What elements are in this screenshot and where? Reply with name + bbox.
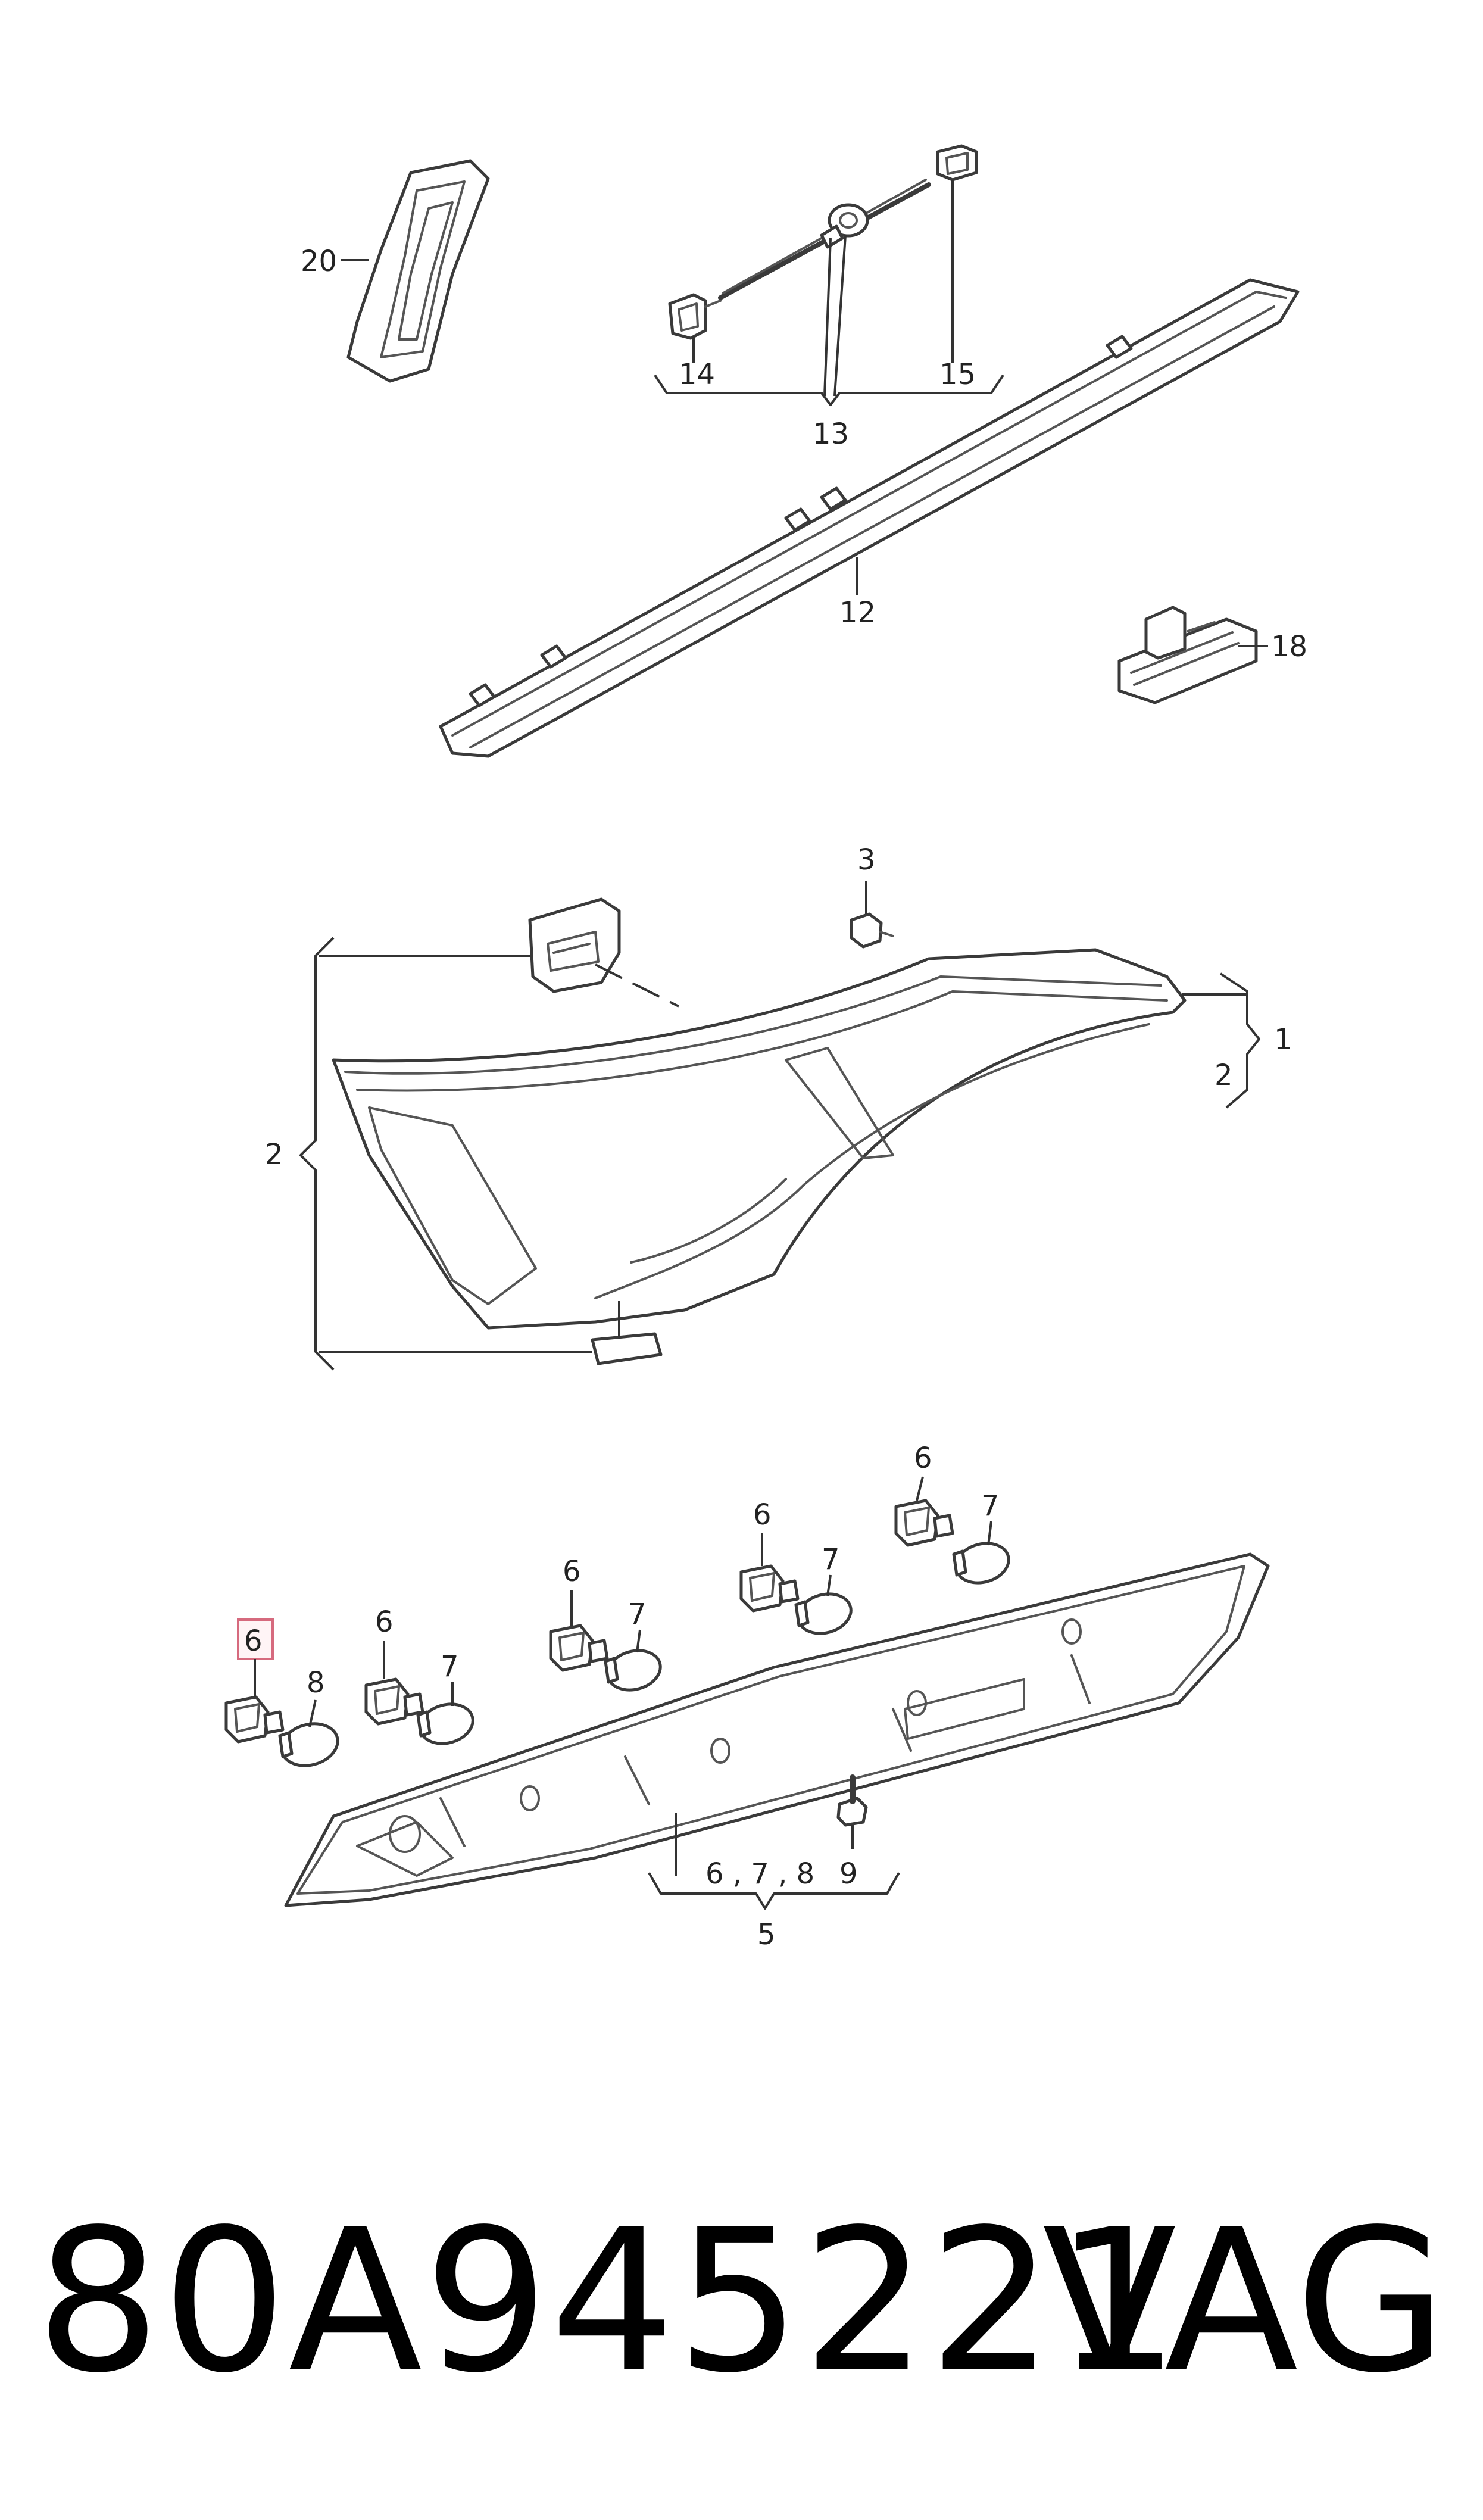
brace-2-left bbox=[299, 937, 335, 1371]
callout-20: 20 bbox=[301, 245, 337, 278]
part-5-housing bbox=[284, 1552, 1270, 1907]
callout-12: 12 bbox=[839, 596, 876, 629]
leader-7-d bbox=[987, 1521, 992, 1546]
leader-8 bbox=[308, 1699, 317, 1727]
callout-7-c: 7 bbox=[822, 1543, 840, 1576]
leader-gasket bbox=[595, 963, 679, 1008]
leader-6-e bbox=[916, 1476, 924, 1501]
leader-13b bbox=[833, 235, 847, 397]
part-3-nut bbox=[850, 912, 894, 949]
bulb-holder-6-c bbox=[549, 1624, 609, 1672]
brace-5 bbox=[648, 1872, 900, 1910]
callout-7-d: 7 bbox=[981, 1489, 1000, 1523]
callout-18: 18 bbox=[1271, 630, 1307, 663]
leader-7-c bbox=[826, 1574, 832, 1596]
callout-3: 3 bbox=[857, 843, 876, 877]
part-number: 80A945221 bbox=[36, 2187, 1181, 2416]
callout-6-7-8: 6 , 7 , 8 bbox=[705, 1857, 814, 1891]
bulb-holder-6-d bbox=[739, 1564, 800, 1613]
highlighted-callout-box bbox=[237, 1618, 274, 1660]
brace-13 bbox=[654, 374, 1004, 406]
bulb-holder-6-e bbox=[894, 1499, 954, 1547]
brand-name: VAG bbox=[1042, 2187, 1447, 2416]
bulb-7-c bbox=[794, 1592, 853, 1635]
callout-1: 1 bbox=[1274, 1023, 1292, 1056]
part-13-wiring bbox=[718, 179, 931, 300]
part-2-gasket-bottom bbox=[591, 1332, 663, 1365]
part-2-gasket-top bbox=[528, 897, 621, 993]
callout-7-a: 7 bbox=[441, 1650, 459, 1683]
bulb-8 bbox=[278, 1722, 339, 1767]
callout-6-c: 6 bbox=[563, 1555, 581, 1588]
callout-15: 15 bbox=[939, 358, 976, 391]
callout-8: 8 bbox=[307, 1666, 325, 1699]
callout-2-left: 2 bbox=[265, 1138, 283, 1171]
callout-13: 13 bbox=[813, 417, 849, 451]
part-9-screw bbox=[836, 1774, 868, 1827]
callout-5: 5 bbox=[757, 1918, 776, 1951]
callout-6-highlighted: 6 bbox=[244, 1624, 263, 1658]
leader-13a bbox=[823, 238, 832, 397]
part-12-light-strip bbox=[439, 278, 1300, 758]
bulb-holder-6-b bbox=[364, 1677, 424, 1726]
brace-2-right bbox=[1225, 1054, 1248, 1109]
callout-14: 14 bbox=[679, 358, 715, 391]
callout-6-b: 6 bbox=[375, 1605, 394, 1639]
bulb-7-b bbox=[604, 1649, 662, 1692]
part-15-connector bbox=[936, 144, 978, 182]
callout-7-b: 7 bbox=[628, 1598, 647, 1631]
callout-6-e: 6 bbox=[914, 1442, 932, 1475]
part-20-cover bbox=[346, 159, 490, 383]
part-1-tail-lamp bbox=[332, 948, 1187, 1330]
callout-2-right: 2 bbox=[1215, 1059, 1233, 1092]
callout-6-d: 6 bbox=[753, 1498, 772, 1532]
part-18-plate-lamp bbox=[1117, 606, 1258, 704]
leader-7-b bbox=[636, 1629, 641, 1653]
callout-9: 9 bbox=[839, 1857, 858, 1891]
bulb-7-a bbox=[416, 1702, 474, 1745]
bulb-holder-6-a bbox=[224, 1695, 285, 1744]
bulb-7-d bbox=[952, 1542, 1010, 1585]
part-14-connector bbox=[668, 293, 722, 340]
